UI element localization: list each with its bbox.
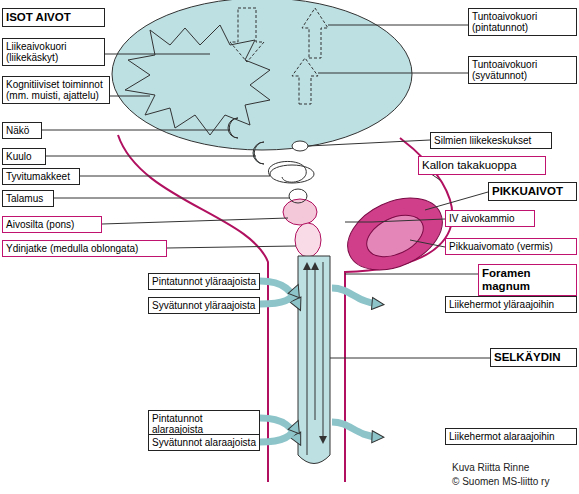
credit-text: Kuva Riitta Rinne — [452, 462, 529, 474]
leader-lines — [42, 25, 490, 358]
sensory-arrow — [260, 290, 296, 304]
fourth-ventricle-mark — [345, 222, 372, 223]
motor-arrow — [230, 8, 264, 62]
descending-tract — [323, 262, 324, 440]
thalamus — [289, 189, 307, 203]
leader-line — [167, 246, 296, 248]
box-text: Aivosilta (pons) — [6, 219, 98, 230]
label-box: Näkö — [2, 122, 42, 139]
box-text: Pintatunnot alaraajoista — [152, 413, 256, 435]
label-box: Ydinjatke (medulla oblongata) — [2, 240, 167, 257]
leader-line — [330, 358, 490, 359]
eye-movement-centre — [292, 141, 308, 151]
leader-line — [345, 274, 478, 275]
box-text: Tuntoaivokuori (pintatunnot) — [472, 11, 573, 33]
leader-line — [110, 96, 150, 97]
leader-line — [54, 198, 290, 199]
box-text: Kallon takakuoppa — [422, 159, 542, 172]
leader-line — [425, 192, 488, 210]
label-box: Tuntoaivokuori (pintatunnot) — [468, 8, 577, 36]
label-box: Kuulo — [2, 148, 46, 165]
vision-crescent — [228, 118, 238, 138]
leader-line — [102, 218, 288, 224]
box-text: Liikehermot yläraajoihin — [449, 299, 573, 310]
heading-box: PIKKUAIVOT — [488, 182, 577, 201]
vermis — [360, 207, 430, 265]
surface-sense-arrow — [302, 8, 328, 58]
label-box: Pikkuaivomato (vermis) — [445, 238, 577, 255]
heading-box: ISOT AIVOT — [2, 8, 105, 27]
basal-ganglia — [270, 165, 314, 183]
leader-line — [46, 156, 256, 157]
spinal-cord — [298, 256, 330, 464]
box-text: Pikkuaivomato (vermis) — [449, 241, 573, 252]
sensory-arrow — [260, 426, 296, 442]
label-box: IV aivokammio — [445, 210, 535, 227]
leader-line — [42, 130, 230, 131]
box-text: PIKKUAIVOT — [492, 185, 573, 198]
label-box: Tuntoaivokuori (syvätunnot) — [468, 56, 577, 84]
label-box: Kognitiiviset toiminnot (mm. muisti, aja… — [2, 76, 110, 104]
medulla — [295, 223, 321, 257]
cerebrum — [112, 0, 412, 150]
leader-line — [80, 176, 270, 177]
box-text: SELKÄYDIN — [494, 351, 573, 364]
deep-sense-arrow — [292, 58, 318, 104]
leader-line — [318, 73, 468, 74]
ascending-tract — [307, 266, 308, 455]
label-box: Liikeaivokuori (liikekäskyt) — [2, 38, 105, 66]
basal-ganglia-loop — [268, 161, 306, 182]
box-text: Liikehermot alaraajoihin — [449, 431, 573, 442]
motor-nerve-arrow — [332, 422, 378, 437]
ascending-tract — [315, 266, 316, 420]
box-text: Kuulo — [6, 151, 42, 162]
label-box: Pintatunnot yläraajoista — [148, 273, 260, 290]
leader-line — [308, 140, 430, 146]
skull-line-left — [118, 135, 268, 482]
hearing-crescent — [253, 142, 264, 164]
label-box: Aivosilta (pons) — [2, 216, 102, 233]
motor-nerve-arrow — [332, 288, 378, 304]
box-text: Tuntoaivokuori (syvätunnot) — [472, 59, 573, 81]
cortex-zigzag — [125, 25, 270, 135]
leader-line — [328, 25, 468, 26]
box-text: Tyvitumakkeet — [6, 171, 76, 182]
label-box: Liikehermot yläraajoihin — [445, 296, 577, 313]
leader-line — [410, 240, 445, 247]
cerebellum — [336, 184, 454, 284]
leader-line — [105, 54, 210, 55]
box-text: Foramen magnum — [482, 267, 573, 293]
label-box: Silmien liikekeskukset — [430, 132, 552, 149]
label-box: Tyvitumakkeet — [2, 168, 80, 185]
box-text: Näkö — [6, 125, 38, 136]
box-text: Talamus — [6, 193, 50, 204]
box-text: Ydinjatke (medulla oblongata) — [6, 243, 163, 254]
heading-box: Foramen magnum — [478, 264, 577, 296]
sensory-arrow — [260, 281, 298, 305]
box-text: Pintatunnot yläraajoista — [152, 276, 256, 287]
box-text: Syvätunnot alaraajoista — [152, 437, 256, 448]
box-text: IV aivokammio — [449, 213, 531, 224]
box-text: Kognitiiviset toiminnot (mm. muisti, aja… — [6, 79, 106, 101]
label-box: Syvätunnot alaraajoista — [148, 434, 260, 451]
label-box: Liikehermot alaraajoihin — [445, 428, 577, 445]
leader-line — [372, 219, 445, 222]
label-box: Syvätunnot yläraajoista — [148, 297, 260, 314]
credit-text: © Suomen MS-liitto ry — [452, 476, 549, 488]
box-text: Liikeaivokuori (liikekäskyt) — [6, 41, 101, 63]
label-box: Talamus — [2, 190, 54, 207]
label-box: Kallon takakuoppa — [418, 156, 546, 175]
box-text: Syvätunnot yläraajoista — [152, 300, 256, 311]
box-text: ISOT AIVOT — [6, 11, 101, 24]
box-text: Silmien liikekeskukset — [434, 135, 548, 146]
heading-box: SELKÄYDIN — [490, 348, 577, 367]
